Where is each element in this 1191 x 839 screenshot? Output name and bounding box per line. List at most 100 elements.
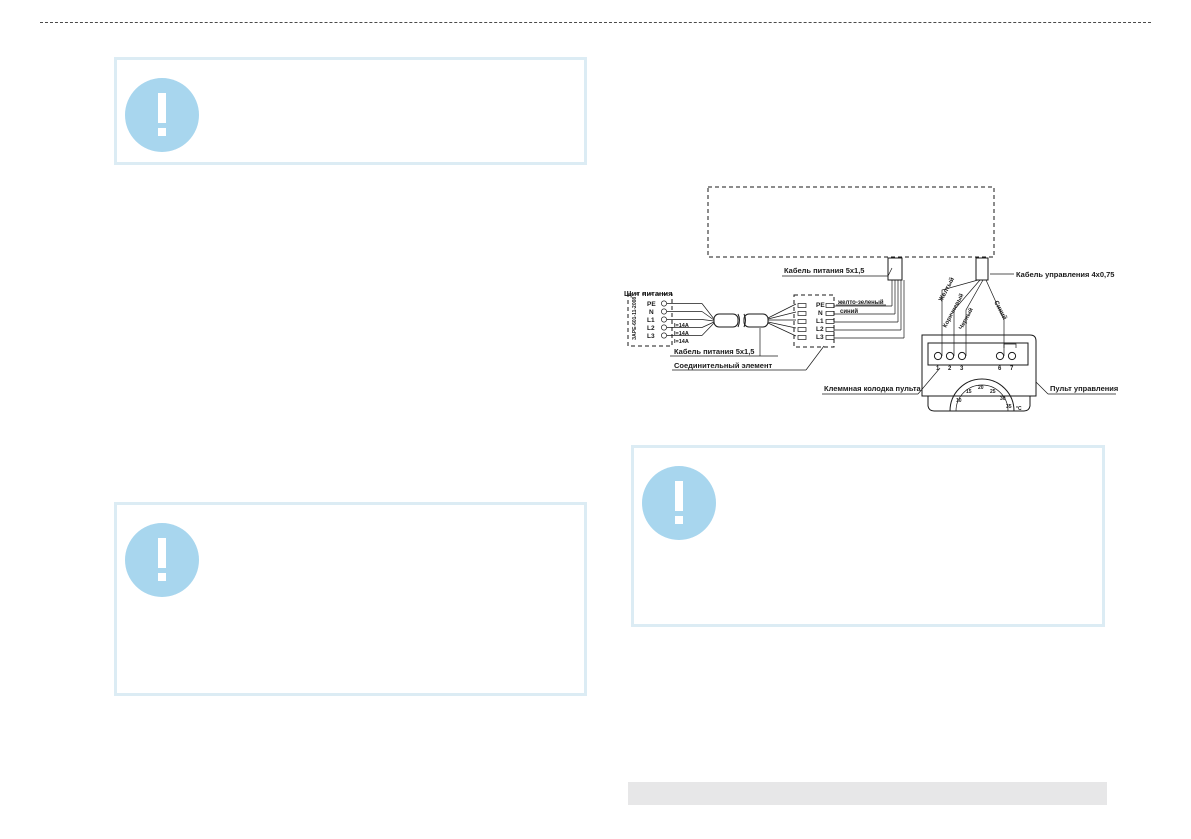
- power-cable-bottom-label: Кабель питания 5х1,5: [674, 347, 754, 356]
- leader-line: [1035, 381, 1049, 395]
- panel-screw-terminals: [661, 300, 667, 339]
- screw-terminal: [1007, 351, 1017, 361]
- page-header-rule: [40, 22, 1151, 23]
- screw-terminal: [661, 300, 667, 307]
- terminal-label: L2: [647, 325, 655, 332]
- remote-control-label: Пульт управления: [1050, 384, 1118, 393]
- dial-unit: °C: [1016, 406, 1022, 412]
- clamp: [797, 327, 807, 332]
- cable-break: [743, 313, 746, 328]
- clamp: [825, 319, 835, 324]
- clamp: [825, 311, 835, 316]
- control-wire-brown: [953, 279, 981, 356]
- terminal-number: 2: [948, 366, 952, 372]
- control-wire-black: [965, 279, 984, 356]
- screw-terminal: [933, 351, 943, 361]
- power-panel-label: Щит питания: [624, 289, 673, 298]
- exclamation-bar: [158, 93, 166, 123]
- clamp: [825, 335, 835, 340]
- leader-line: [917, 367, 941, 395]
- terminal-label: N: [649, 309, 654, 316]
- power-cable-top-label: Кабель питания 5х1,5: [784, 266, 864, 275]
- terminal-number: 3: [960, 366, 964, 372]
- dial-tick-label: 20: [978, 385, 984, 391]
- exclamation-dot: [675, 516, 683, 524]
- warning-note-bottom-left: [114, 502, 587, 696]
- leader-line: [805, 345, 825, 371]
- clamp: [825, 327, 835, 332]
- connector-element-label: Соединительный элемент: [674, 361, 772, 370]
- dial-arc: [949, 378, 1015, 412]
- exclamation-dot: [158, 128, 166, 136]
- current-label: I=14A: [674, 331, 689, 337]
- current-label: I=14A: [674, 339, 689, 345]
- control-cable-label: Кабель управления 4х0,75: [1016, 270, 1114, 279]
- screw-terminal: [661, 308, 667, 315]
- remote-base: [927, 396, 1031, 412]
- warning-note-right: [631, 445, 1105, 627]
- exclamation-icon: [125, 78, 199, 152]
- terminal-label: L3: [816, 334, 824, 341]
- remote-terminal-strip: [927, 342, 1029, 366]
- power-cable-sleeve: [887, 257, 903, 281]
- screw-terminal: [995, 351, 1005, 361]
- exclamation-bar: [675, 481, 683, 511]
- cable-break: [737, 313, 740, 328]
- screw-terminal: [661, 316, 667, 323]
- cable-fanout: [767, 303, 797, 337]
- heater-unit-outline: [707, 186, 995, 258]
- terminal-label: PE: [816, 302, 825, 309]
- clamp: [825, 303, 835, 308]
- control-cable-sleeve: [975, 257, 989, 281]
- wire-color-label: желто-зеленый: [837, 299, 884, 306]
- terminal-number: 6: [998, 366, 1002, 372]
- wire-blue-label: Синий: [992, 299, 1009, 321]
- screw-terminal: [661, 324, 667, 331]
- remote-body: [921, 334, 1037, 397]
- terminal-label: L1: [816, 318, 824, 325]
- warning-note-top-left: [114, 57, 587, 165]
- exclamation-icon: [125, 523, 199, 597]
- clamp: [797, 335, 807, 340]
- footer-bar: [628, 782, 1107, 805]
- exclamation-dot: [158, 573, 166, 581]
- exclamation-icon: [642, 466, 716, 540]
- dial-inner-arc: [955, 384, 1009, 412]
- terminal-label: N: [818, 310, 823, 317]
- clamp: [797, 311, 807, 316]
- terminal-number: 1: [936, 366, 940, 372]
- connector-clamps: [797, 303, 835, 340]
- terminal-label: L2: [816, 326, 824, 333]
- dial-tick-label: 25: [990, 389, 996, 395]
- panel-code-label: ЗАРЕ-601-11-2008: [632, 297, 638, 340]
- terminal-number: 7: [1010, 366, 1014, 372]
- control-wire-yellow: [941, 279, 979, 356]
- screw-terminal: [945, 351, 955, 361]
- jumper: [1003, 343, 1017, 348]
- dial-tick-label: 15: [966, 389, 972, 395]
- cable-body: [743, 313, 769, 328]
- terminal-label: PE: [647, 301, 656, 308]
- wire-color-label: синий: [840, 308, 858, 315]
- wiring-diagram: Кабель питания 5х1,5 Щит питания ЗАРЕ-60…: [624, 186, 1118, 412]
- dial-tick-label: 10: [956, 398, 962, 404]
- leader-line: [887, 267, 893, 277]
- panel-terminal-labels: PE N L1 L2 L3: [647, 301, 656, 340]
- terminal-label: L3: [647, 333, 655, 340]
- dial-tick-label: 35: [1006, 404, 1012, 410]
- screw-terminal: [661, 332, 667, 339]
- cable-fanout: [701, 303, 715, 336]
- wire-yellow-label: Желтый: [936, 276, 956, 304]
- clamp: [797, 319, 807, 324]
- remote-terminal-block-label: Клеммная колодка пульта: [824, 384, 922, 393]
- clamp: [797, 303, 807, 308]
- terminal-label: L1: [647, 317, 655, 324]
- connector-terminal-labels: PE N L1 L2 L3: [816, 302, 825, 341]
- dial-tick-label: 30: [1000, 396, 1006, 402]
- screw-terminal: [957, 351, 967, 361]
- exclamation-bar: [158, 538, 166, 568]
- remote-terminal-numbers: 1 2 3 6 7: [936, 366, 1014, 372]
- remote-screw-terminals: [933, 351, 1017, 361]
- cable-body: [713, 313, 739, 328]
- current-label: I=14A: [674, 323, 689, 329]
